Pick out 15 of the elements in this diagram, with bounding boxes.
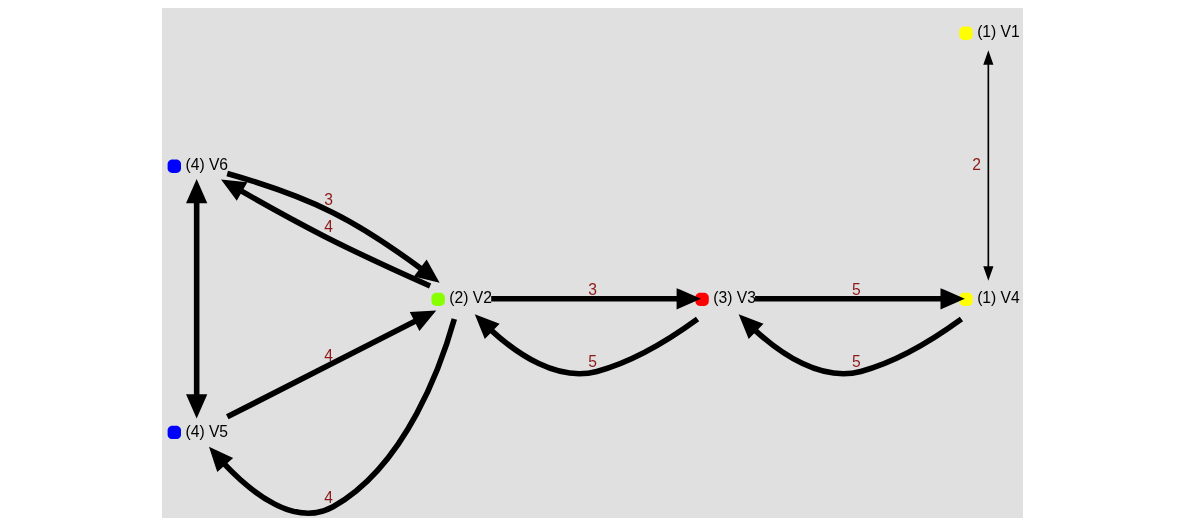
- node-label: (3) V3: [712, 289, 756, 307]
- edge-label: 4: [323, 488, 333, 506]
- edge-label: 3: [587, 280, 597, 298]
- node-label: (1) V4: [976, 289, 1020, 307]
- edge-label: 5: [851, 280, 861, 298]
- node-label: (2) V2: [448, 289, 492, 307]
- edge-label: 2: [971, 155, 981, 173]
- node-label: (4) V6: [184, 156, 228, 174]
- edge-label: 3: [323, 191, 333, 209]
- node-label: (1) V1: [976, 23, 1020, 41]
- edge-label: 4: [323, 217, 333, 235]
- node-label: (4) V5: [184, 422, 228, 440]
- edge-label: 5: [587, 353, 597, 371]
- edge-label: 4: [323, 346, 333, 364]
- edge-label: 5: [851, 353, 861, 371]
